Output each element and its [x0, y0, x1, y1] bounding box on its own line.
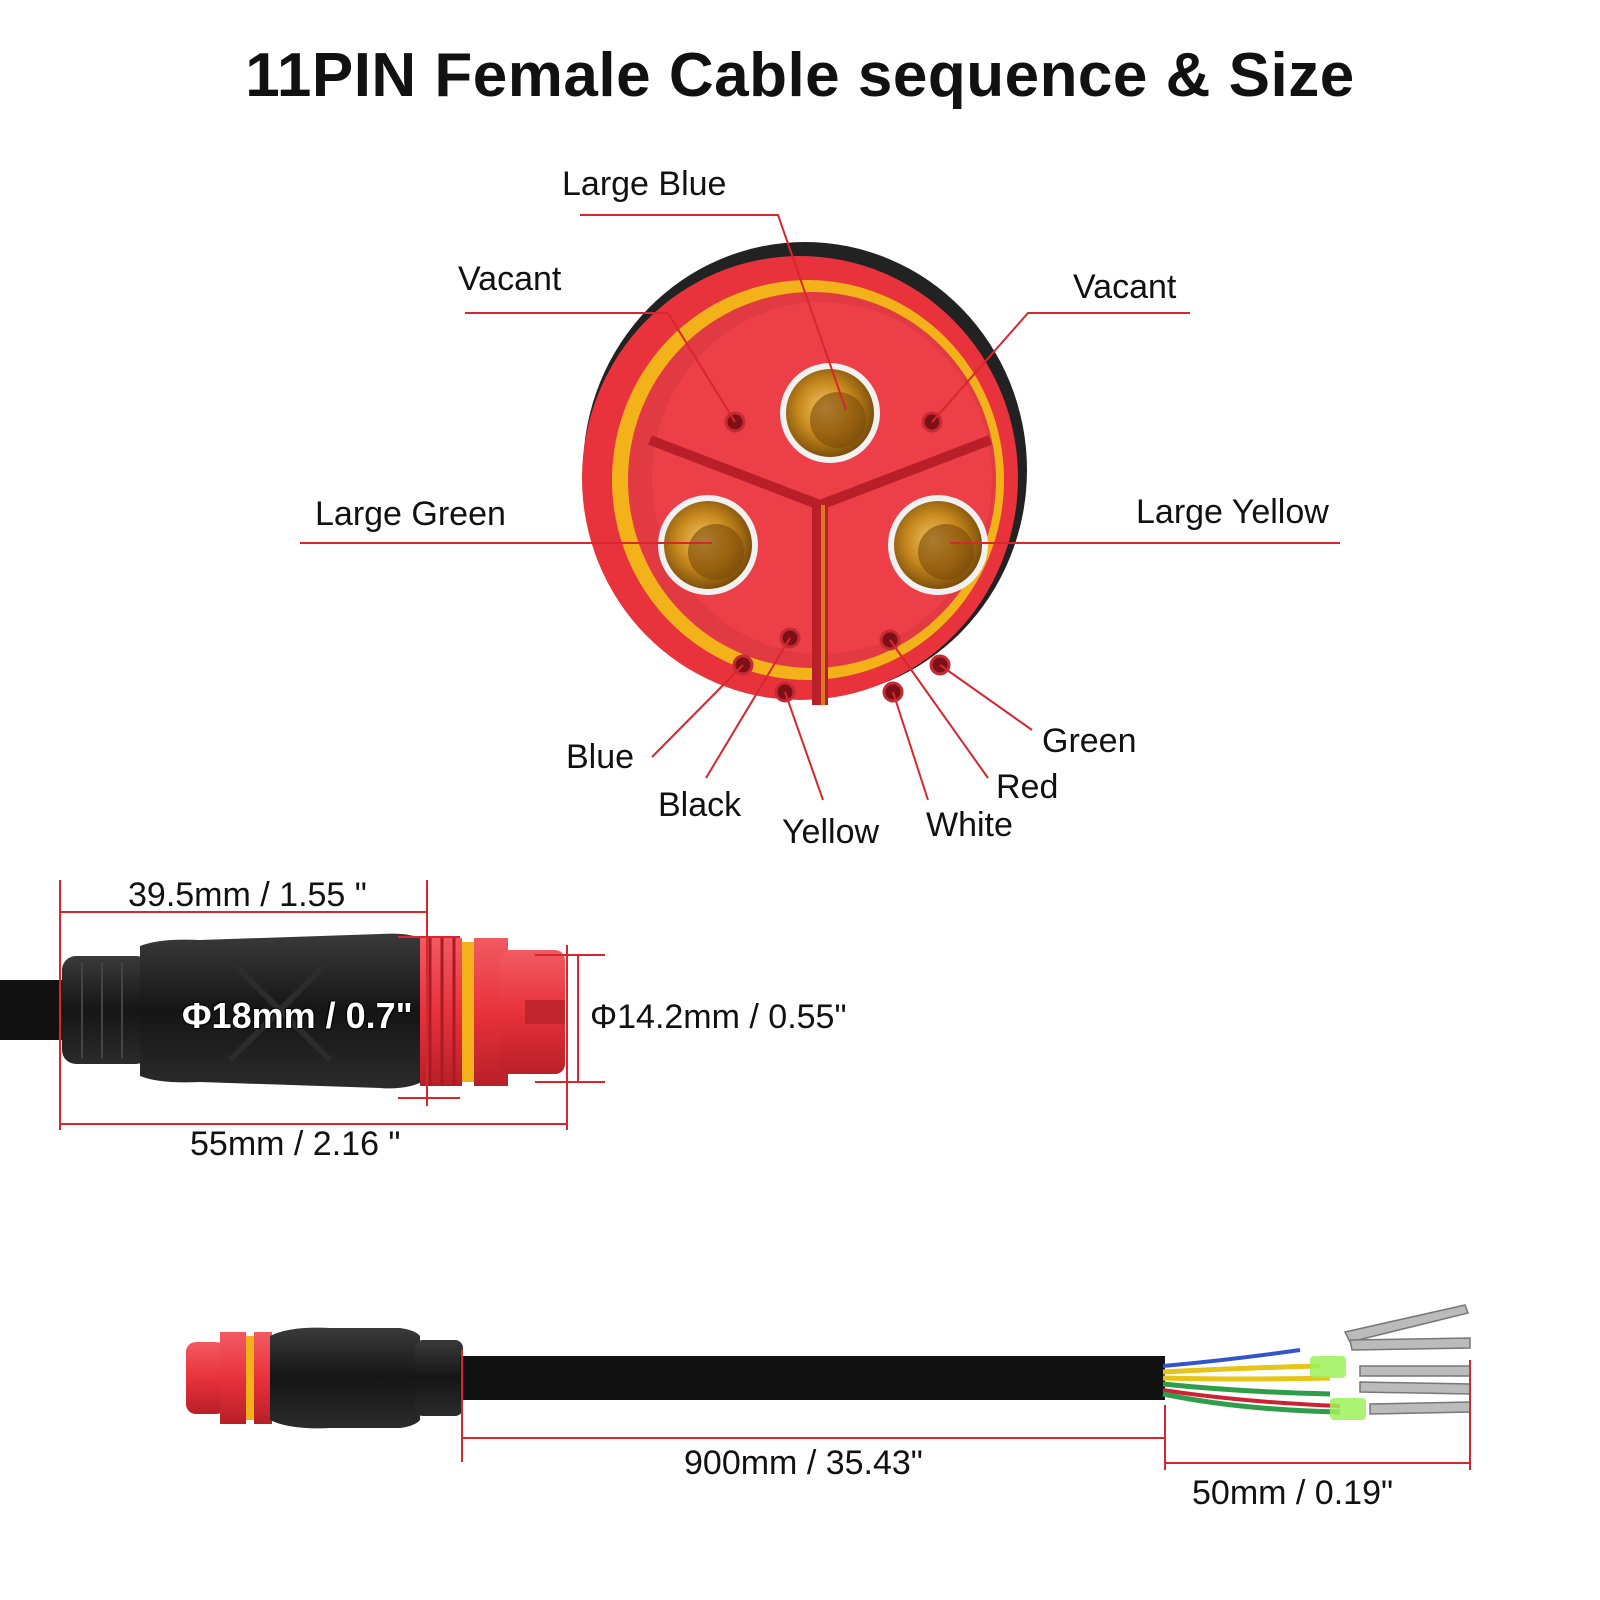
- leader-yellow: [784, 691, 824, 801]
- leader-vacant-right: [931, 312, 1190, 423]
- dim-head-diameter: Φ14.2mm / 0.55": [590, 998, 847, 1036]
- leader-green: [939, 664, 1033, 731]
- full-cable: [186, 1304, 1471, 1429]
- dimension-lines-side: [59, 880, 605, 1130]
- leader-blue: [651, 664, 744, 758]
- dim-cable-length: 900mm / 35.43": [684, 1444, 923, 1482]
- connector-face: [582, 242, 1027, 705]
- label-large-yellow: Large Yellow: [1136, 493, 1329, 531]
- dim-wire-length: 50mm / 0.19": [1192, 1474, 1394, 1512]
- large-pin-yellow: [888, 495, 988, 595]
- label-large-green: Large Green: [315, 495, 506, 533]
- dim-total-length: 55mm / 2.16 ": [190, 1125, 401, 1163]
- leader-lines: [300, 214, 1340, 801]
- label-vacant-right: Vacant: [1073, 268, 1177, 306]
- dimension-lines-cable: [461, 1350, 1471, 1470]
- leader-large-blue: [580, 214, 847, 411]
- label-black: Black: [658, 786, 742, 824]
- label-white: White: [926, 806, 1013, 844]
- large-pin-green: [658, 495, 758, 595]
- label-vacant-left: Vacant: [458, 260, 562, 298]
- label-green: Green: [1042, 722, 1137, 760]
- label-yellow: Yellow: [782, 813, 880, 851]
- leader-vacant-left: [465, 312, 736, 423]
- leader-white: [892, 691, 929, 801]
- label-red: Red: [996, 768, 1059, 806]
- label-large-blue: Large Blue: [562, 165, 727, 203]
- dim-body-diameter: Φ18mm / 0.7": [182, 995, 413, 1036]
- connector-side-view: [0, 933, 565, 1089]
- page-title: 11PIN Female Cable sequence & Size: [245, 41, 1355, 110]
- label-blue: Blue: [566, 738, 635, 776]
- leader-red: [889, 639, 989, 779]
- dim-body-length: 39.5mm / 1.55 ": [128, 876, 367, 914]
- large-pin-blue: [780, 363, 880, 463]
- leader-black: [705, 637, 791, 779]
